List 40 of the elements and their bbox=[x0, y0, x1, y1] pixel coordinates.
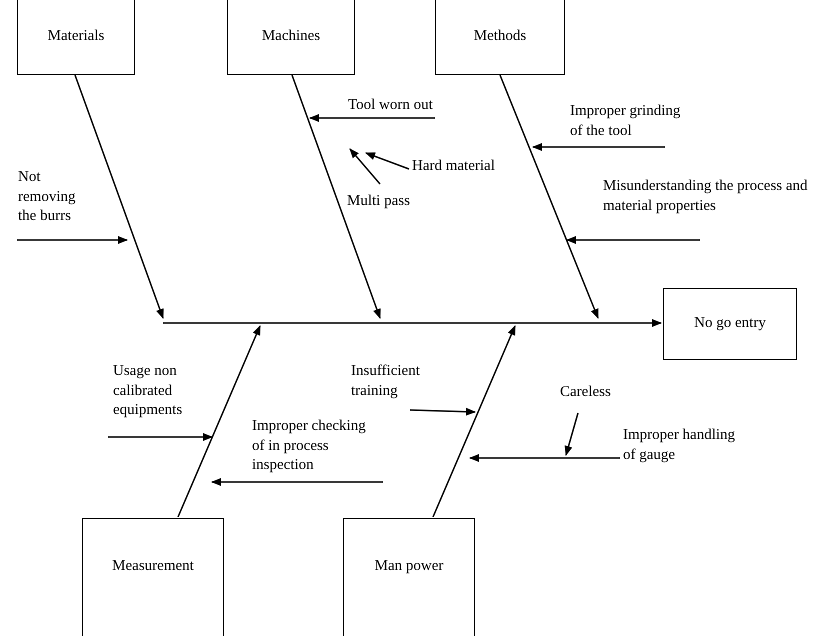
arrow bbox=[163, 319, 662, 327]
category-text: Methods bbox=[474, 26, 526, 46]
cause-label: Not removing the burrs bbox=[18, 168, 90, 226]
cause-label: Careless bbox=[560, 383, 640, 402]
cause-label: Improper handling of gauge bbox=[623, 426, 743, 465]
arrow bbox=[211, 478, 383, 486]
arrow bbox=[564, 412, 579, 456]
cause-label: Misunderstanding the process and material properties bbox=[603, 177, 818, 216]
cause-label: Insufficient training bbox=[351, 362, 451, 401]
arrow bbox=[291, 74, 381, 319]
arrow bbox=[309, 114, 435, 122]
category-text: No go entry bbox=[694, 314, 766, 334]
category-text: Materials bbox=[48, 26, 104, 46]
cause-label: Improper grinding of the tool bbox=[570, 102, 688, 141]
category-text: Measurement bbox=[112, 557, 194, 576]
arrow bbox=[566, 236, 700, 244]
category-box bbox=[82, 518, 224, 636]
cause-label: Tool worn out bbox=[348, 96, 443, 116]
arrow bbox=[177, 325, 261, 518]
arrow bbox=[532, 143, 665, 151]
cause-label: Hard material bbox=[412, 157, 498, 176]
cause-label: Multi pass bbox=[347, 192, 437, 212]
arrow bbox=[469, 454, 620, 462]
cause-label: Usage non calibrated equipments bbox=[100, 362, 203, 420]
cause-label: Improper checking of in process inspection bbox=[252, 417, 383, 476]
category-box bbox=[435, 0, 565, 75]
arrow bbox=[410, 408, 476, 416]
arrow bbox=[432, 325, 516, 518]
arrow bbox=[365, 152, 410, 170]
category-box bbox=[227, 0, 355, 75]
arrow bbox=[17, 236, 128, 244]
category-text: Machines bbox=[262, 26, 320, 46]
category-box bbox=[17, 0, 135, 75]
category-text: Man power bbox=[374, 557, 444, 576]
arrow bbox=[499, 74, 599, 319]
arrow bbox=[74, 74, 164, 319]
arrow bbox=[108, 433, 213, 441]
category-box bbox=[663, 288, 797, 360]
category-box bbox=[343, 518, 475, 636]
arrow bbox=[349, 148, 381, 184]
